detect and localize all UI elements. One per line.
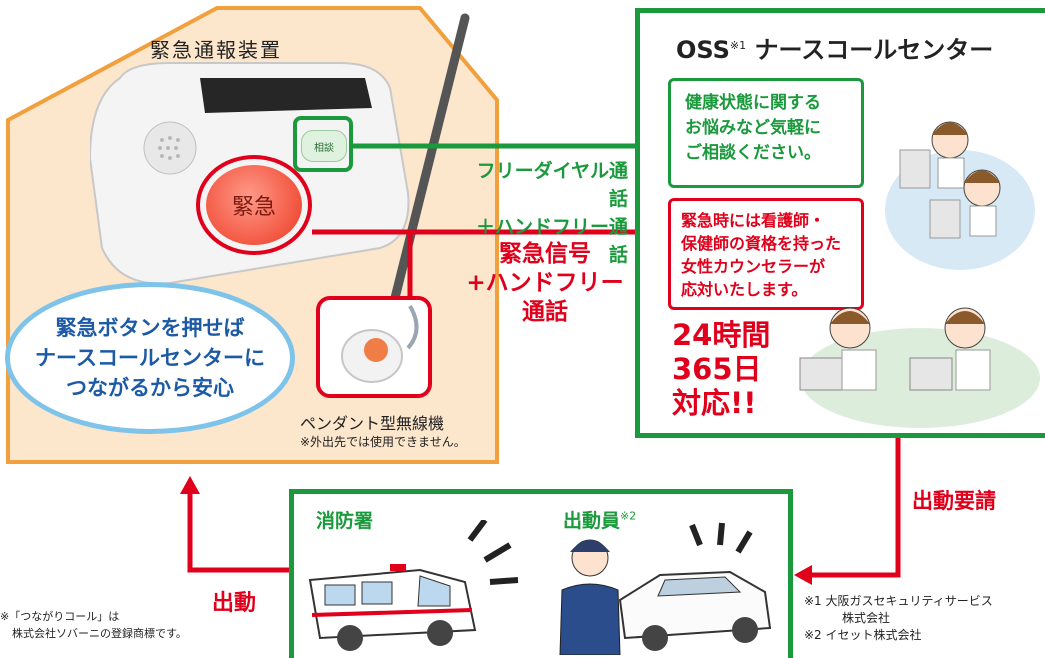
pendant-frame (316, 296, 432, 398)
call-center-title-rest: ナースコールセンター (754, 36, 994, 64)
emergency-button-highlight (196, 155, 312, 255)
pendant-note: ※外出先では使用できません。 (300, 435, 466, 449)
dispatch-label: 出動 (212, 591, 257, 616)
consult-button[interactable]: 相談 (301, 130, 347, 162)
dispatch-request-label: 出動要請 (912, 489, 996, 513)
company-note-line-2: 株式会社 (842, 611, 891, 625)
emergency-bubble-line-4: 応対いたします。 (681, 280, 808, 299)
emergency-bubble-line-3: 女性カウンセラーが (681, 257, 826, 276)
company-note-line-3: ※2 イセット株式会社 (804, 628, 922, 642)
red-flow-line-2: +ハンドフリー (466, 270, 624, 296)
call-center-title-note: ※1 (729, 39, 747, 52)
emergency-bubble-line-2: 保健師の資格を持った (681, 234, 842, 253)
operators-desk-image (799, 307, 1040, 428)
trademark-note-line-2: 株式会社ソバーニの登録商標です。 (12, 627, 187, 640)
pendant-image (341, 304, 419, 383)
hours-line-3: 対応!! (672, 386, 757, 420)
hours-line-1: 24時間 (672, 318, 771, 352)
green-flow-label: フリーダイヤル通話 ＋ハンドフリー通話 (458, 157, 628, 269)
callout-line-1: 緊急ボタンを押せば (55, 316, 245, 340)
call-center-title-oss: OSS (676, 36, 730, 64)
emergency-bubble: 緊急時には看護師・ 保健師の資格を持った 女性カウンセラーが 応対いたします。 (668, 198, 864, 310)
green-flow-line-1: フリーダイヤル通話 (476, 160, 628, 210)
call-center-title: OSS※1 ナースコールセンター (676, 30, 993, 65)
staff-label: 出動員※2 (563, 506, 636, 533)
pendant-label: ペンダント型無線機 (300, 414, 445, 433)
consult-bubble-line-2: お悩みなど気軽に (685, 118, 821, 138)
hours-label: 24時間 365日 対応!! (672, 318, 770, 420)
consult-bubble-line-3: ご相談ください。 (685, 143, 821, 163)
company-notes: ※1 大阪ガスセキュリティサービス 株式会社 ※2 イセット株式会社 (804, 593, 993, 644)
consult-button-highlight (293, 116, 353, 172)
fire-station-label: 消防署 (316, 510, 374, 532)
trademark-note-line-1: ※「つながりコール」は (0, 610, 120, 623)
callout-line-3: つながるから安心 (66, 376, 234, 400)
staff-label-note: ※2 (620, 509, 637, 523)
red-flow-line-1: 緊急信号 (499, 241, 591, 267)
house-title: 緊急通報装置 (150, 38, 282, 62)
hours-line-2: 365日 (672, 352, 762, 386)
emergency-button[interactable]: 緊急 (206, 165, 302, 245)
reassurance-callout: 緊急ボタンを押せば ナースコールセンターに つながるから安心 (5, 282, 295, 434)
red-flow-label: 緊急信号 +ハンドフリー 通話 (460, 240, 630, 327)
green-flow-line-2: ＋ハンドフリー通話 (475, 216, 628, 266)
emergency-bubble-line-1: 緊急時には看護師・ (681, 211, 826, 230)
staff-label-text: 出動員 (563, 510, 621, 532)
trademark-note: ※「つながりコール」は 株式会社ソバーニの登録商標です。 (0, 608, 187, 642)
red-flow-line-3: 通話 (522, 299, 568, 325)
operators-row-image (885, 121, 1035, 270)
consult-button-label: 相談 (314, 142, 334, 154)
emergency-button-label: 緊急 (231, 195, 276, 220)
callout-line-2: ナースコールセンターに (35, 346, 265, 370)
ambulance-image (308, 520, 519, 651)
staff-and-car-image (559, 522, 772, 655)
consult-bubble-line-1: 健康状態に関する (685, 93, 821, 113)
company-note-line-1: ※1 大阪ガスセキュリティサービス (804, 594, 993, 608)
consult-bubble: 健康状態に関する お悩みなど気軽に ご相談ください。 (668, 78, 864, 188)
